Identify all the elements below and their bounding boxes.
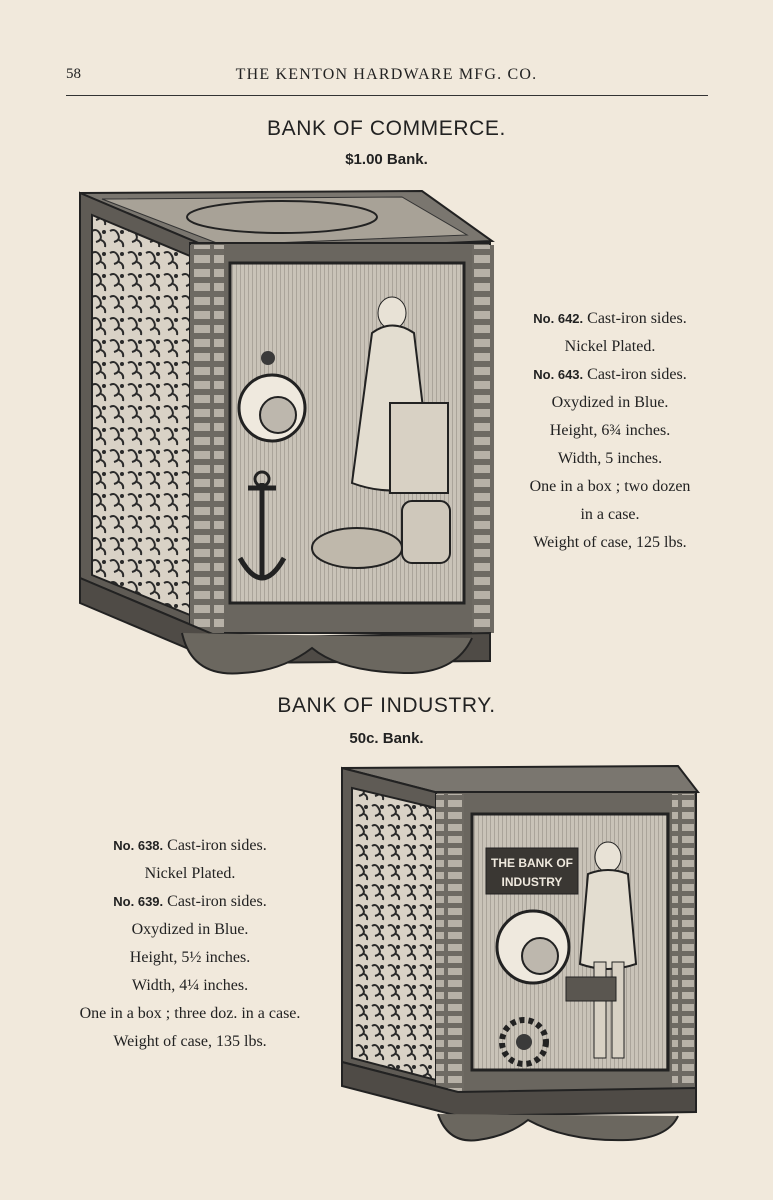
spec-line: Weight of case, 135 lbs. — [113, 1033, 267, 1050]
spec-line: No. 643. Cast-iron sides. — [510, 361, 710, 389]
spec-text: Cast-iron sides. — [167, 837, 267, 854]
page-number: 58 — [66, 66, 81, 82]
spec-line: No. 639. Cast-iron sides. — [40, 888, 340, 916]
product-title-industry: BANK OF INDUSTRY. — [277, 694, 496, 717]
product-price-commerce: $1.00 Bank. — [345, 151, 428, 168]
spec-line: Width, 4¼ inches. — [131, 977, 249, 994]
spec-text: Cast-iron sides. — [587, 366, 687, 383]
product-price-industry: 50c. Bank. — [349, 730, 424, 747]
spec-line: No. 638. Cast-iron sides. — [40, 832, 340, 860]
door-lettering-line-1: THE BANK OF — [491, 856, 573, 870]
spec-text: Cast-iron sides. — [167, 893, 267, 910]
door-lettering-line-2: INDUSTRY — [502, 875, 563, 889]
bank-of-commerce-illustration — [79, 189, 495, 675]
product-specs-industry: No. 638. Cast-iron sides. Nickel Plated.… — [40, 832, 340, 1056]
publisher-header: THE KENTON HARDWARE MFG. CO. — [235, 66, 538, 83]
spec-model-number: No. 638. — [113, 838, 164, 853]
spec-line: Height, 6¾ inches. — [549, 422, 671, 439]
spec-line: One in a box ; two dozen — [529, 478, 691, 495]
spec-line: Nickel Plated. — [144, 865, 236, 882]
spec-line: in a case. — [580, 506, 640, 523]
spec-model-number: No. 642. — [533, 311, 584, 326]
spec-line: Oxydized in Blue. — [131, 921, 249, 938]
spec-model-number: No. 639. — [113, 894, 164, 909]
header-rule — [66, 95, 708, 96]
product-specs-commerce: No. 642. Cast-iron sides. Nickel Plated.… — [510, 305, 710, 557]
spec-line: One in a box ; three doz. in a case. — [79, 1005, 301, 1022]
spec-line: Nickel Plated. — [564, 338, 656, 355]
spec-line: Weight of case, 125 lbs. — [533, 534, 687, 551]
bank-of-industry-illustration: THE BANK OF INDUSTRY — [341, 764, 700, 1142]
spec-line: No. 642. Cast-iron sides. — [510, 305, 710, 333]
product-title-commerce: BANK OF COMMERCE. — [267, 117, 506, 140]
spec-line: Width, 5 inches. — [557, 450, 663, 467]
spec-text: Cast-iron sides. — [587, 310, 687, 327]
spec-line: Oxydized in Blue. — [551, 394, 669, 411]
spec-line: Height, 5½ inches. — [129, 949, 251, 966]
spec-model-number: No. 643. — [533, 367, 584, 382]
